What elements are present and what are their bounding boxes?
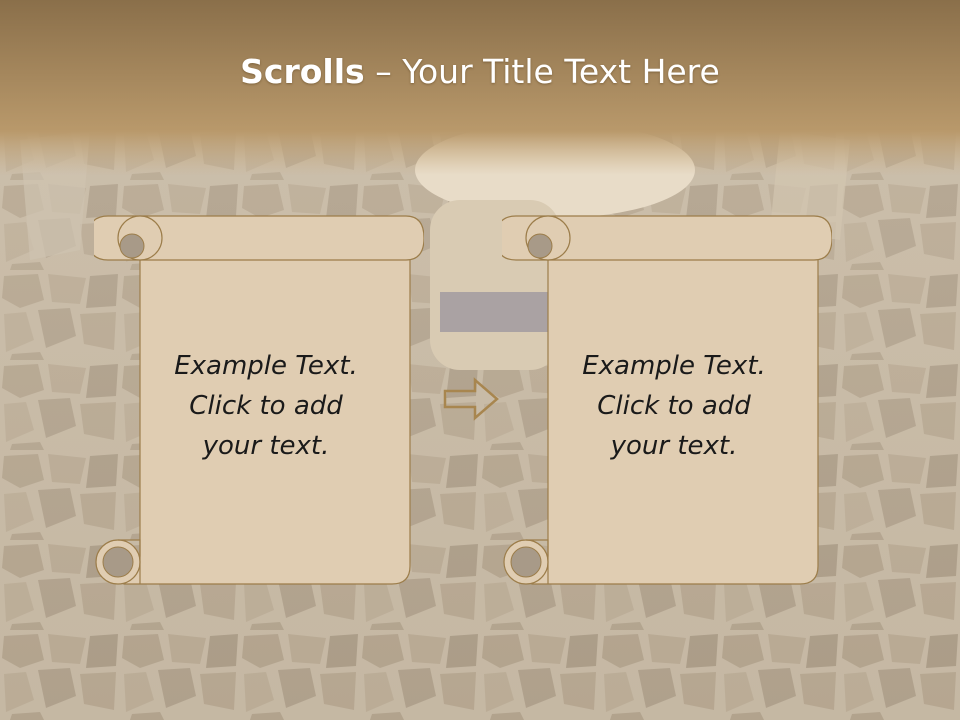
title-dash: – — [364, 52, 403, 91]
scroll-text[interactable]: Example Text. Click to add your text. — [134, 346, 398, 466]
scroll-left[interactable]: Example Text. Click to add your text. — [94, 214, 424, 594]
right-arrow-icon — [443, 377, 499, 421]
scroll-line: Example Text. — [174, 351, 358, 381]
scroll-text[interactable]: Example Text. Click to add your text. — [542, 346, 806, 466]
scroll-right[interactable]: Example Text. Click to add your text. — [502, 214, 832, 594]
scroll-line: Click to add — [597, 391, 751, 421]
scroll-shape — [94, 215, 424, 585]
scroll-line: your text. — [202, 431, 330, 461]
scroll-line: your text. — [610, 431, 738, 461]
scroll-line: Example Text. — [582, 351, 766, 381]
scroll-line: Click to add — [189, 391, 343, 421]
slide-title[interactable]: Scrolls – Your Title Text Here — [0, 52, 960, 91]
scroll-shape — [502, 215, 832, 585]
title-rest: Your Title Text Here — [402, 52, 720, 91]
title-bold: Scrolls — [240, 52, 365, 91]
